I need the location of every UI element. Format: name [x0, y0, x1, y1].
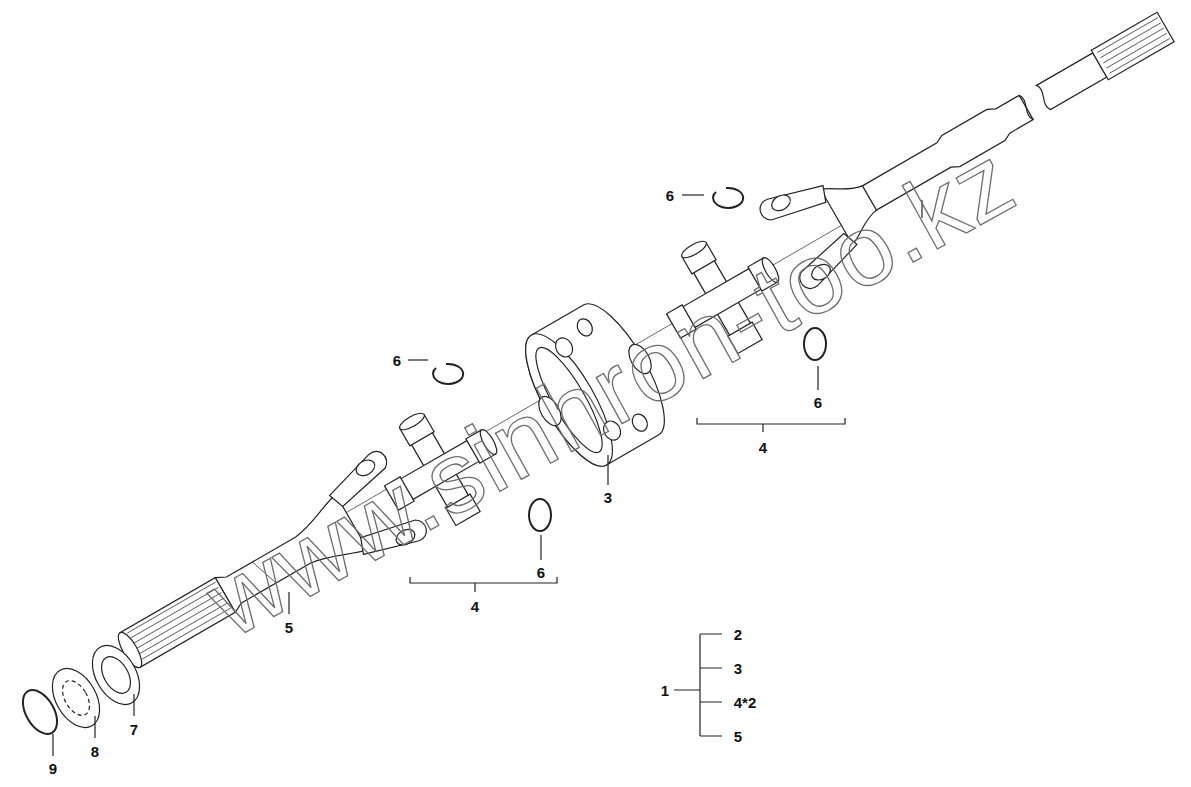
- watermark: www.sinhron-too.kz: [191, 127, 1029, 652]
- callout-number: 6: [393, 353, 401, 368]
- callout-number: 3: [734, 661, 742, 676]
- callout-number: 1: [661, 683, 669, 698]
- callout-number: 4: [471, 599, 479, 614]
- callout-number: 5: [734, 729, 742, 744]
- callout-number: 3: [604, 490, 612, 505]
- callout-number: 7: [130, 722, 138, 737]
- callout-number: 6: [537, 565, 545, 580]
- callout-number: 4*2: [734, 695, 757, 710]
- callout-number: 6: [814, 395, 822, 410]
- callout-number: 2: [734, 627, 742, 642]
- callout-number: 9: [49, 761, 57, 776]
- callout-number: 6: [666, 188, 674, 203]
- callout-number: 8: [91, 744, 99, 759]
- callout-number: 4: [759, 440, 767, 455]
